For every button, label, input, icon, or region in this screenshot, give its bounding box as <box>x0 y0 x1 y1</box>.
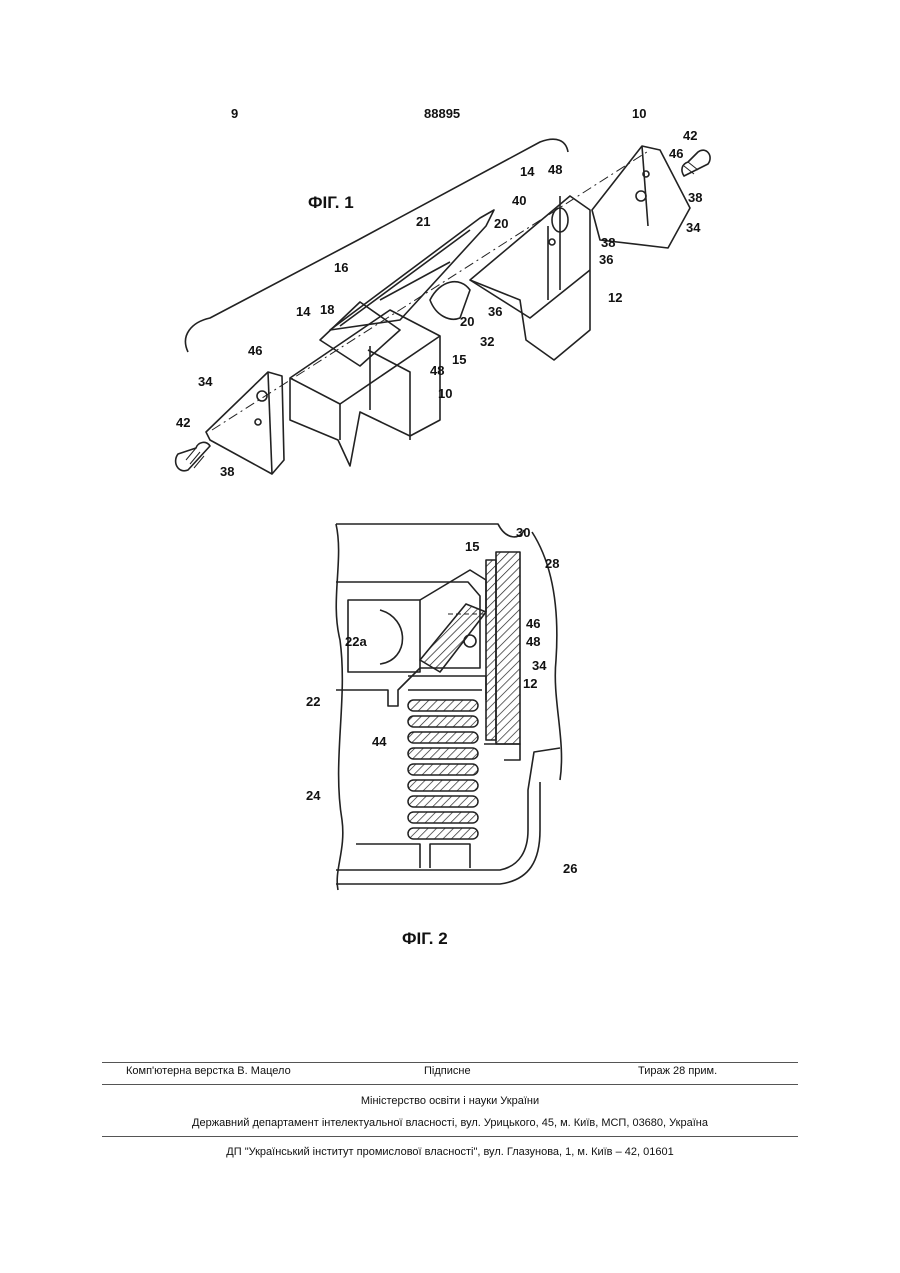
spring-coil <box>408 828 478 839</box>
fig2-label: 48 <box>526 634 540 649</box>
figure-2-caption: ФІГ. 2 <box>402 929 448 948</box>
spring-coil <box>408 780 478 791</box>
fig2-label: 28 <box>545 556 559 571</box>
fig2-label: 12 <box>523 676 537 691</box>
spring-coil <box>408 700 478 711</box>
institute-line: ДП "Український інститут промислової вла… <box>102 1146 798 1158</box>
circulation-note: Тираж 28 прим. <box>638 1065 717 1077</box>
spring-coil <box>408 716 478 727</box>
footer-rule <box>102 1136 798 1137</box>
fig2-label: 46 <box>526 616 540 631</box>
fig2-label: 30 <box>516 525 530 540</box>
spring-coil <box>408 796 478 807</box>
department-line: Державний департамент інтелектуальної вл… <box>102 1117 798 1129</box>
figure-2-drawing: 30 15 28 46 48 22a 34 12 22 44 24 26 ФІГ… <box>0 0 900 960</box>
fig2-label: 26 <box>563 861 577 876</box>
fig2-label: 24 <box>306 788 321 803</box>
signed-note: Підписне <box>424 1065 471 1077</box>
fig2-label: 44 <box>372 734 387 749</box>
spring-coil <box>408 764 478 775</box>
ministry-line: Міністерство освіти і науки України <box>102 1095 798 1107</box>
fig2-label: 22a <box>345 634 367 649</box>
spring-coil <box>408 748 478 759</box>
fig2-label: 15 <box>465 539 479 554</box>
fig2-label: 34 <box>532 658 547 673</box>
fig2-label: 22 <box>306 694 320 709</box>
footer-rule <box>102 1062 798 1063</box>
typesetting-credit: Комп'ютерна верстка В. Мацело <box>126 1065 291 1077</box>
spring-coil <box>408 732 478 743</box>
spring-coil <box>408 812 478 823</box>
footer-rule <box>102 1084 798 1085</box>
